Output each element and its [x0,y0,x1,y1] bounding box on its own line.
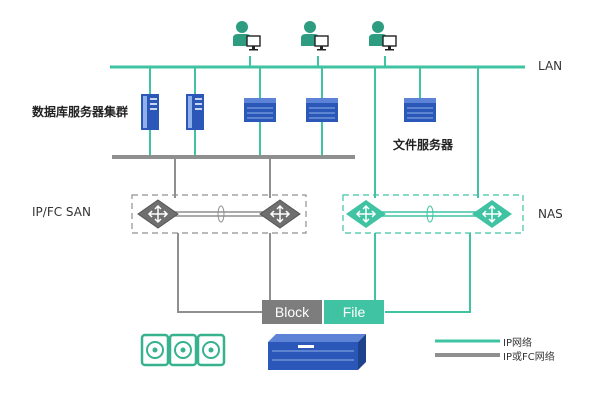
nas-switch-left [345,199,387,229]
block-tag: Block [262,300,322,324]
disk-icon [168,333,198,367]
db-cluster-label: 数据库服务器集群 [32,105,129,119]
user-icon [232,20,261,52]
san-link-marker [217,205,225,223]
san-switch-right [259,199,301,229]
legend-ipfc-label: IP或FC网络 [503,352,555,363]
nas-path-right [385,233,471,313]
db-server-rack-icon [243,97,277,123]
san-switch-left [137,199,179,229]
file-server-rack-icon [403,97,437,123]
disk-icon [196,333,226,367]
db-server-tower-icon [186,94,204,130]
user-icon [368,20,397,52]
ip-fc-san-label: IP/FC SAN [32,205,91,219]
nas-label: NAS [538,207,563,221]
file-tag: File [324,300,384,324]
legend-ip-label: IP网络 [503,338,532,349]
db-server-tower-icon [141,94,159,130]
user-icon [300,20,329,52]
lan-label: LAN [538,59,563,73]
storage-array-icon [268,334,366,370]
file-server-label: 文件服务器 [393,138,454,152]
db-server-rack-icon [305,97,339,123]
nas-switch-right [471,199,513,229]
nas-group-box [342,194,524,234]
san-group-box [131,194,307,234]
disk-icon [140,333,170,367]
san-path-left [177,233,262,313]
nas-link-marker [426,205,434,223]
